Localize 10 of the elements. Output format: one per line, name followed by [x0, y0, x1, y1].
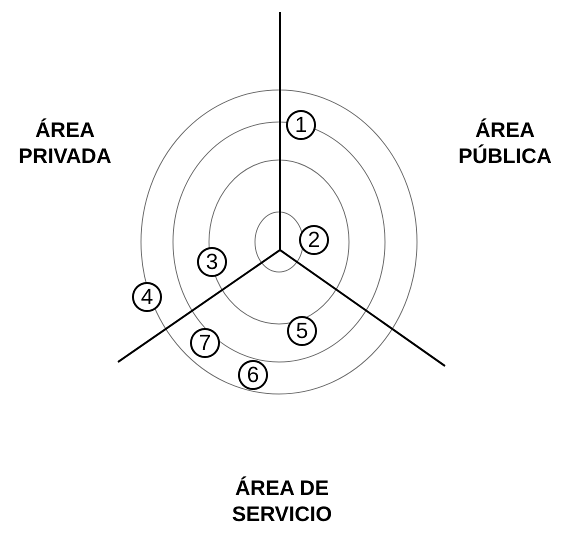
area-label: ÁREA DE SERVICIO	[231, 476, 333, 528]
callout-number: 2	[299, 225, 329, 255]
area-label: ÁREA PRIVADA	[18, 118, 112, 170]
callout-number: 3	[197, 247, 227, 277]
callout-number: 4	[132, 282, 162, 312]
callout-number: 7	[190, 328, 220, 358]
callout-number: 1	[286, 110, 316, 140]
callout-number: 5	[287, 316, 317, 346]
callout-number: 6	[238, 360, 268, 390]
area-label: ÁREA PÚBLICA	[457, 118, 553, 170]
